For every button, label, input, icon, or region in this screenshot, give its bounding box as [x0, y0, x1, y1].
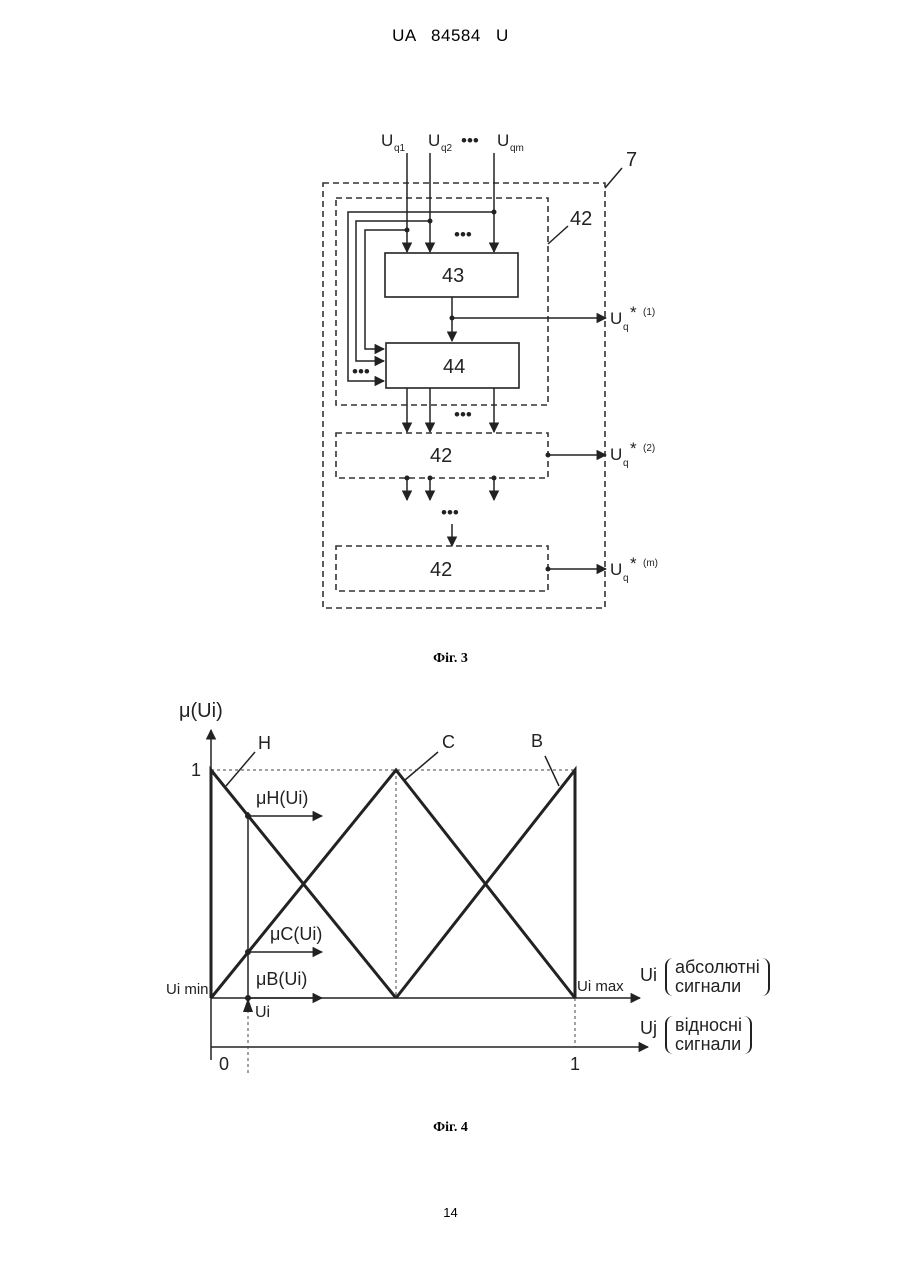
u-min-label: Ui min	[166, 981, 209, 998]
axis-abs-symbol: Ui	[640, 965, 657, 986]
rel-tick-1: 1	[570, 1054, 580, 1075]
y-tick-1: 1	[191, 760, 201, 781]
curve-c-label: С	[442, 732, 455, 753]
axis-rel-symbol: Uj	[640, 1018, 657, 1039]
mu-h-label: μН(Ui)	[256, 788, 308, 809]
ui-marker-label: Ui	[255, 1004, 270, 1022]
axis-abs-line2: сигнали	[675, 977, 760, 996]
rel-tick-0: 0	[219, 1054, 229, 1075]
y-axis-label: μ(Ui)	[179, 700, 223, 723]
curve-b-label: В	[531, 731, 543, 752]
axis-rel-line2: сигнали	[675, 1035, 742, 1054]
figure-3-caption: Фіг. 3	[0, 651, 901, 667]
mu-c-label: μС(Ui)	[270, 924, 322, 945]
axis-abs-caption: абсолютні сигнали	[665, 958, 770, 996]
axis-abs-line1: абсолютні	[675, 958, 760, 977]
u-max-label: Ui max	[577, 978, 624, 995]
page-number: 14	[0, 1205, 901, 1220]
curve-h-label: Н	[258, 733, 271, 754]
mu-b-label: μВ(Ui)	[256, 969, 307, 990]
figure-4-caption: Фіг. 4	[0, 1120, 901, 1136]
axis-rel-line1: відносні	[675, 1016, 742, 1035]
axis-rel-caption: відносні сигнали	[665, 1016, 752, 1054]
